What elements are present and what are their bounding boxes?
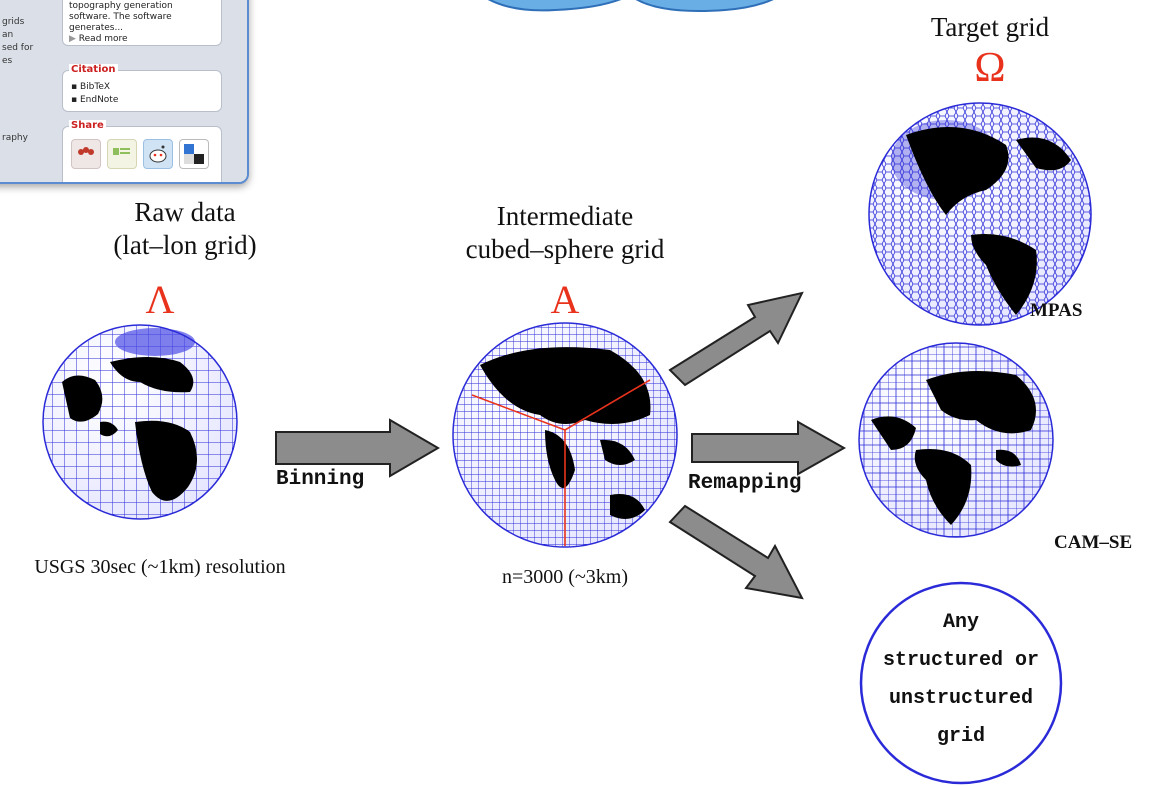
read-more-label: Read more bbox=[78, 34, 128, 44]
citation-bibtex-link[interactable]: ▪ BibTeX bbox=[71, 82, 111, 92]
left-line: an bbox=[2, 30, 14, 40]
description-line: topography generation bbox=[69, 1, 173, 11]
mendeley-share-icon[interactable] bbox=[71, 139, 101, 169]
left-line: raphy bbox=[2, 133, 28, 143]
raw-title-line1: Raw data bbox=[134, 197, 236, 227]
target-grid-title: Target grid bbox=[930, 12, 1050, 42]
omega-symbol: Ω bbox=[974, 45, 1006, 91]
citation-title: Citation bbox=[69, 64, 118, 75]
citeulike-share-icon[interactable] bbox=[107, 139, 137, 169]
lat-lon-globe bbox=[42, 324, 238, 520]
remap-arrow-up bbox=[668, 291, 804, 387]
share-title: Share bbox=[69, 120, 106, 131]
left-line: es bbox=[2, 56, 13, 66]
cubed-sphere-globe bbox=[452, 322, 678, 548]
intermediate-title-line2: cubed–sphere grid bbox=[465, 234, 665, 264]
embedded-page-panel: grids an sed for es raphy topography gen… bbox=[0, 0, 249, 184]
description-line: generates... bbox=[69, 23, 124, 33]
top-cloud-shape bbox=[488, 0, 774, 12]
lambda-symbol: Λ bbox=[145, 277, 175, 322]
binning-label: Binning bbox=[276, 468, 365, 491]
intermediate-caption: n=3000 (~3km) bbox=[502, 566, 628, 588]
cam-se-globe bbox=[858, 342, 1054, 538]
any-grid-circle bbox=[859, 581, 1063, 785]
left-line: grids bbox=[2, 17, 25, 27]
citation-endnote-link[interactable]: ▪ EndNote bbox=[71, 95, 119, 105]
any-line: unstructured bbox=[888, 687, 1034, 710]
left-line: sed for bbox=[2, 43, 34, 53]
description-line: software. The software bbox=[69, 12, 172, 22]
raw-data-title: Raw data (lat–lon grid) bbox=[80, 196, 290, 262]
cam-se-label: CAM–SE bbox=[1054, 532, 1133, 553]
intermediate-title-line1: Intermediate bbox=[496, 201, 634, 231]
remap-arrow-right bbox=[691, 420, 847, 476]
intermediate-title: Intermediate cubed–sphere grid bbox=[430, 200, 700, 266]
any-grid-text: Any structured or unstructured grid bbox=[858, 604, 1064, 756]
mpas-globe bbox=[868, 102, 1092, 326]
left-text-strip: grids an sed for es raphy bbox=[2, 0, 62, 182]
delicious-share-icon[interactable] bbox=[179, 139, 209, 169]
binning-arrow bbox=[275, 418, 440, 478]
raw-caption: USGS 30sec (~1km) resolution bbox=[34, 556, 286, 578]
triangle-right-icon: ▶ bbox=[69, 34, 76, 44]
remapping-label: Remapping bbox=[688, 472, 802, 495]
panel-background: grids an sed for es raphy topography gen… bbox=[0, 0, 247, 182]
any-line: grid bbox=[936, 725, 985, 748]
endnote-label: EndNote bbox=[79, 95, 119, 105]
share-box: Share bbox=[62, 120, 222, 182]
remap-arrow-down bbox=[668, 504, 804, 600]
reddit-share-icon[interactable] bbox=[143, 139, 173, 169]
mpas-label: MPAS bbox=[1030, 300, 1083, 321]
citation-box: Citation ▪ BibTeX ▪ EndNote bbox=[62, 64, 222, 112]
cubed-sphere-symbol: A bbox=[550, 277, 580, 322]
description-box: topography generation software. The soft… bbox=[62, 0, 222, 46]
any-line: Any bbox=[942, 611, 979, 634]
read-more-link[interactable]: ▶ Read more bbox=[69, 34, 173, 45]
raw-title-line2: (lat–lon grid) bbox=[113, 230, 257, 260]
bibtex-label: BibTeX bbox=[79, 82, 111, 92]
any-line: structured or bbox=[882, 649, 1040, 672]
